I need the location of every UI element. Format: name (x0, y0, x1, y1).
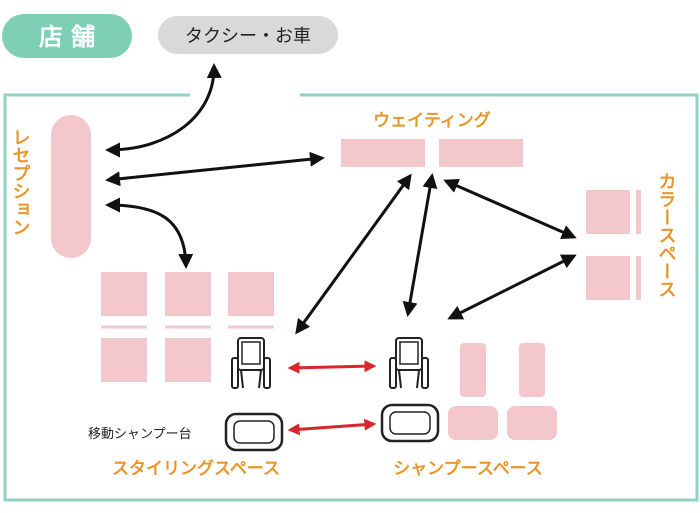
shampoo-basin-icon (224, 412, 284, 452)
styling-chair (165, 338, 211, 382)
styling-stations (101, 272, 274, 382)
arrow-reception-waiting (105, 151, 325, 187)
shampoo-basin (448, 406, 498, 440)
waiting-label: ウェイティング (373, 110, 491, 131)
styling-chair (101, 338, 147, 382)
wheelchair-icon (389, 337, 429, 389)
shampoo-basin-icon (380, 403, 440, 443)
shampoo-chair (519, 343, 545, 397)
color-chair (586, 256, 630, 300)
arrow-waiting-shampoo (402, 173, 438, 317)
shampoo-chair (460, 343, 486, 397)
arrow-basin-transfer (287, 418, 377, 436)
arrow-color-shampoo (447, 254, 577, 320)
waiting-sofa (439, 139, 523, 167)
arrow-waiting-styling (295, 173, 412, 335)
color-space-label: カラースペース (656, 172, 677, 298)
taxi-label: タクシー・お車 (185, 26, 311, 47)
arrow-wheelchair-transfer (287, 360, 377, 374)
taxi-badge: タクシー・お車 (158, 16, 338, 54)
arrow-taxi-reception (105, 63, 222, 158)
store-badge-label: 店 舗 (39, 23, 95, 51)
transfer-arrows (287, 360, 377, 436)
waiting-sofa (341, 139, 425, 167)
styling-space-label: スタイリングスペース (112, 458, 280, 479)
store-badge: 店 舗 (2, 14, 132, 58)
reception-counter (51, 115, 91, 258)
styling-chair (165, 272, 211, 316)
store-wall (3, 93, 699, 502)
styling-chair (101, 272, 147, 316)
shampoo-space-label: シャンプースペース (393, 458, 543, 479)
color-chair (586, 190, 630, 234)
color-mirror (636, 190, 641, 234)
arrow-waiting-color (443, 178, 577, 240)
arrow-reception-styling (105, 197, 194, 269)
color-mirror (636, 256, 641, 300)
shampoo-basin (507, 406, 557, 440)
reception-label: レセプション (10, 128, 31, 236)
styling-chair (228, 272, 274, 316)
mobile-shampoo-label: 移動シャンプー台 (88, 427, 192, 442)
flow-arrows (105, 63, 577, 335)
wheelchair-icon (231, 337, 271, 389)
